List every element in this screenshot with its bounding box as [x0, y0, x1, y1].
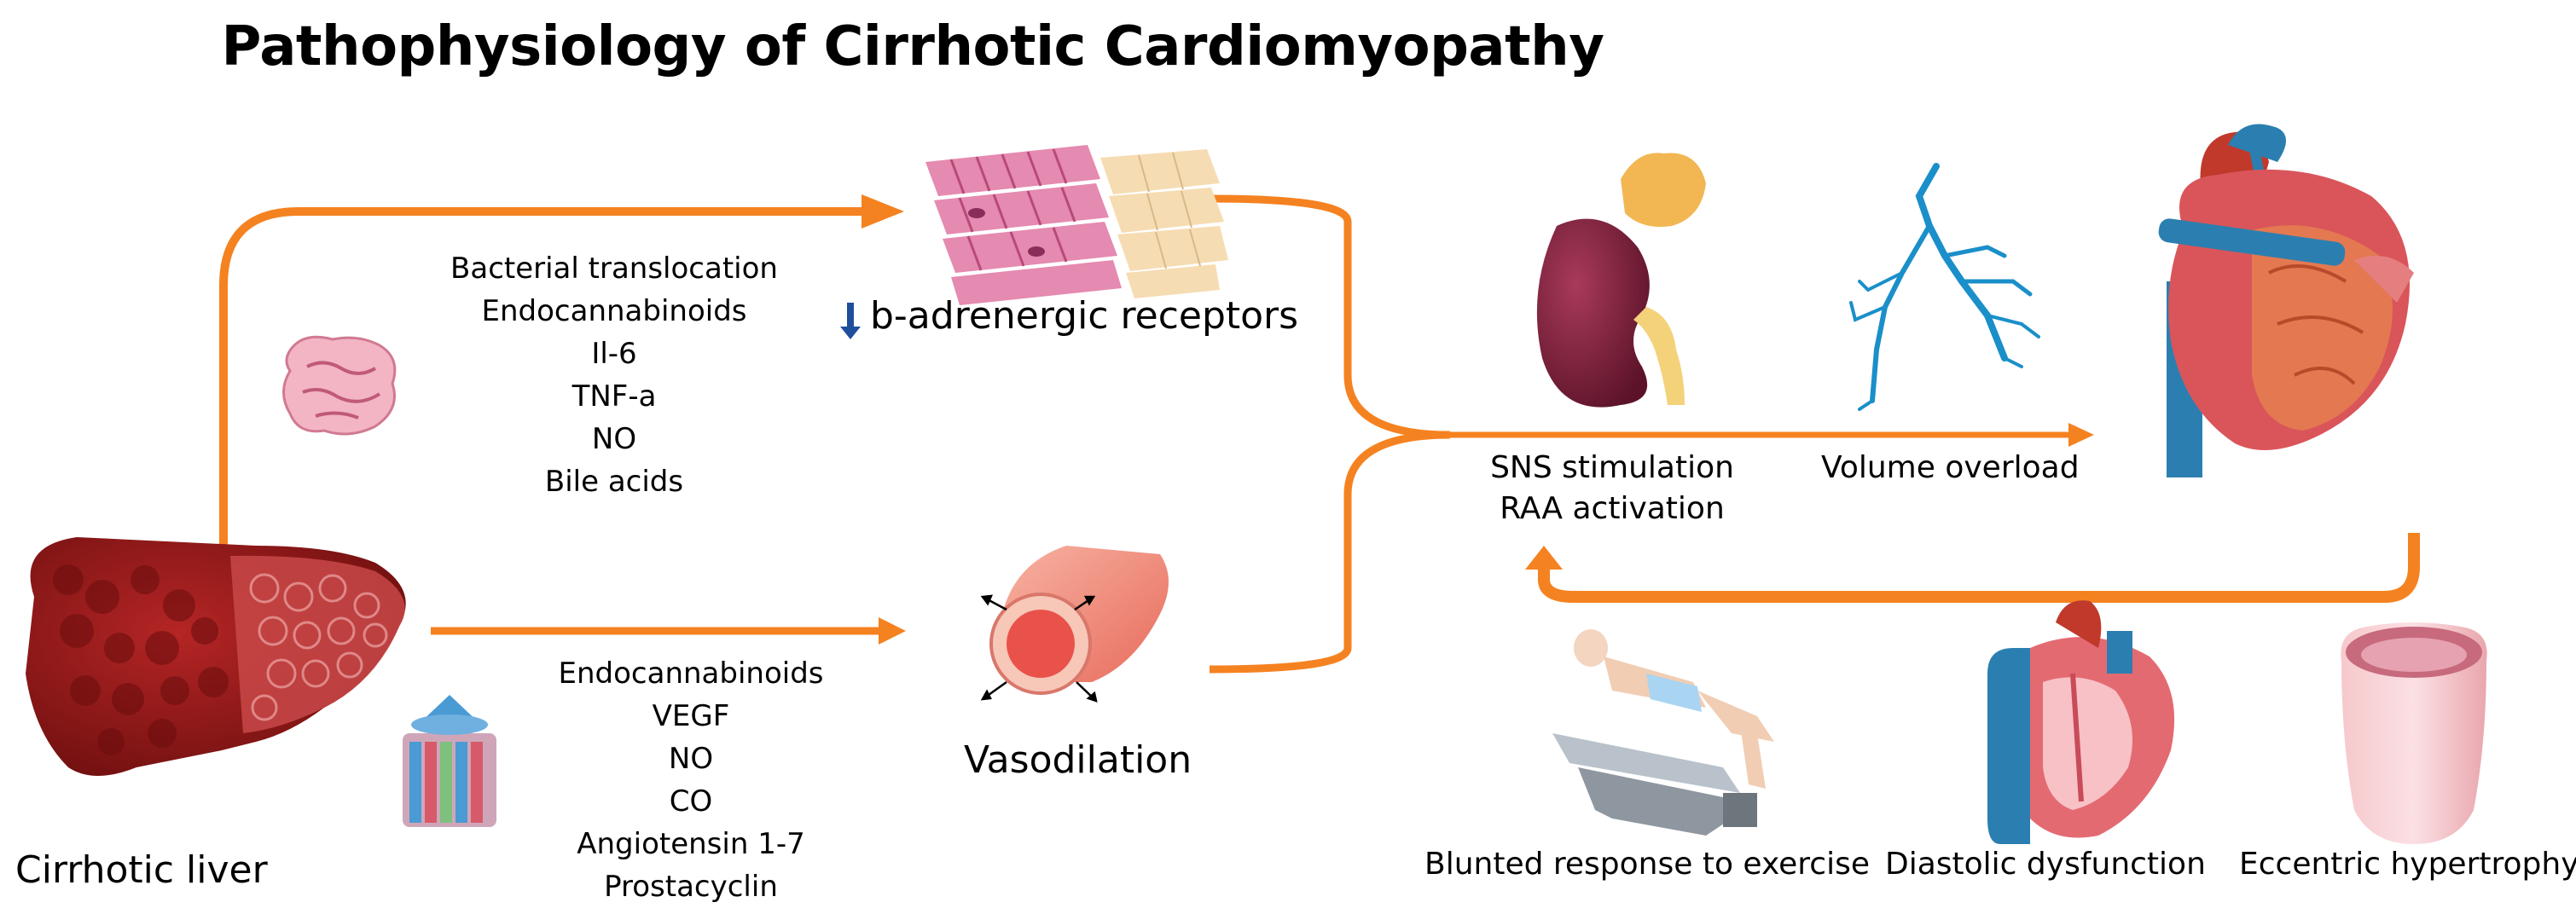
label-raa-activation: RAA activation — [1500, 491, 1725, 526]
vein-tree-illustration — [1849, 163, 2040, 411]
mediator-item: Bile acids — [544, 465, 684, 499]
label-eccentric-hypertrophy: Eccentric hypertrophy — [2239, 847, 2576, 882]
heart-cross-section-illustration — [1987, 600, 2175, 844]
lower-mediators-list: Endocannabinoids VEGF NO CO Angiotensin … — [520, 652, 862, 908]
down-arrow-icon — [840, 303, 861, 339]
label-vasodilation: Vasodilation — [964, 738, 1192, 782]
kidney-illustration — [1536, 153, 1706, 408]
diagram-title: Pathophysiology of Cirrhotic Cardiomyopa… — [221, 15, 1604, 78]
mediator-item: NO — [668, 742, 714, 776]
sns-raa-label: SNS stimulation RAA activation — [1450, 448, 1774, 529]
eccentric-hypertrophy-illustration — [2341, 622, 2487, 844]
feedback-arrow — [1538, 533, 2420, 603]
arrowhead-myocytes — [862, 194, 904, 228]
mediator-item: TNF-a — [571, 379, 657, 414]
label-diastolic-dysfunction: Diastolic dysfunction — [1885, 847, 2206, 882]
cardiomyocytes-illustration — [925, 145, 1228, 305]
intestine-illustration — [282, 335, 397, 436]
cirrhotic-liver-illustration — [26, 537, 406, 776]
exercise-test-illustration — [1552, 629, 1774, 836]
mediator-item: Endocannabinoids — [558, 657, 824, 691]
mediator-item: NO — [591, 422, 637, 456]
label-cirrhotic-liver: Cirrhotic liver — [15, 848, 268, 892]
upper-mediators-list: Bacterial translocation Endocannabinoids… — [444, 247, 785, 503]
label-b-adrenergic-receptors: b-adrenergic receptors — [870, 294, 1299, 338]
mediator-item: Prostacyclin — [604, 870, 778, 904]
mediator-item: CO — [669, 784, 713, 819]
arrowhead-feedback — [1525, 546, 1563, 570]
label-blunted-response: Blunted response to exercise — [1424, 847, 1870, 882]
liver-lobule-illustration — [403, 695, 496, 827]
label-volume-overload: Volume overload — [1821, 450, 2080, 485]
mediator-item: Il-6 — [591, 337, 637, 371]
arrowhead-heart — [2068, 423, 2094, 447]
heart-illustration — [2158, 124, 2414, 477]
merge-brace — [1209, 194, 1451, 674]
label-sns-stimulation: SNS stimulation — [1490, 450, 1734, 485]
mediator-item: Bacterial translocation — [450, 252, 778, 286]
vasodilation-vessel-illustration — [980, 546, 1169, 703]
arrowhead-vessel — [879, 617, 906, 645]
mediator-item: Endocannabinoids — [481, 294, 747, 328]
mediator-item: Angiotensin 1-7 — [577, 827, 805, 861]
arrow-liver-to-myocytes — [219, 207, 887, 550]
mediator-item: VEGF — [652, 699, 730, 733]
